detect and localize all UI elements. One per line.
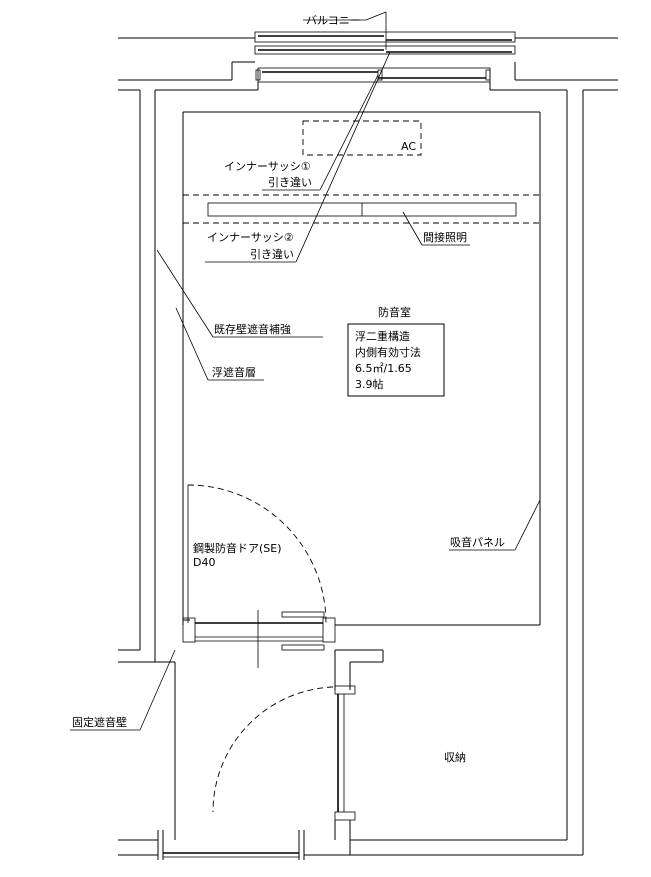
fixed-wall-label: 固定遮音壁: [72, 715, 127, 729]
steel-door-label: 鋼製防音ドア(SE): [193, 541, 282, 555]
ac-label: AC: [401, 140, 416, 153]
door-rating-label: D40: [193, 556, 215, 569]
existing-wall-label: 既存壁遮音補強: [214, 322, 291, 336]
leader-lines: [70, 11, 541, 731]
spec-line-1: 浮二重構造: [355, 329, 410, 343]
inner-sash-1-label: インナーサッシ①: [224, 160, 311, 173]
storage-label: 収納: [444, 751, 466, 764]
storage-walls: [334, 649, 384, 840]
balcony-sash: [254, 31, 516, 83]
spec-line-4: 3.9帖: [355, 378, 384, 391]
inner-sash-2-type: 引き違い: [250, 247, 294, 261]
floating-layer-label: 浮遮音層: [212, 365, 256, 379]
spec-box: [347, 323, 445, 397]
spec-line-2: 内側有効寸法: [355, 345, 421, 359]
balcony-label: バルコニー: [306, 14, 361, 27]
absorb-panel-label: 吸音パネル: [450, 535, 505, 549]
soundproof-room-walls: [182, 111, 541, 651]
spec-line-3: 6.5㎡/1.65: [355, 362, 412, 375]
dashed-elements: [183, 120, 540, 813]
labels: バルコニー AC インナーサッシ① 引き違い インナーサッシ② 引き違い 間接照…: [72, 14, 505, 764]
soundproof-room-label: 防音室: [378, 305, 411, 319]
outer-walls: [118, 37, 618, 860]
inner-sash-1-type: 引き違い: [268, 175, 312, 189]
indirect-lighting-label: 間接照明: [423, 231, 467, 244]
inner-sash-2-label: インナーサッシ②: [207, 231, 294, 244]
